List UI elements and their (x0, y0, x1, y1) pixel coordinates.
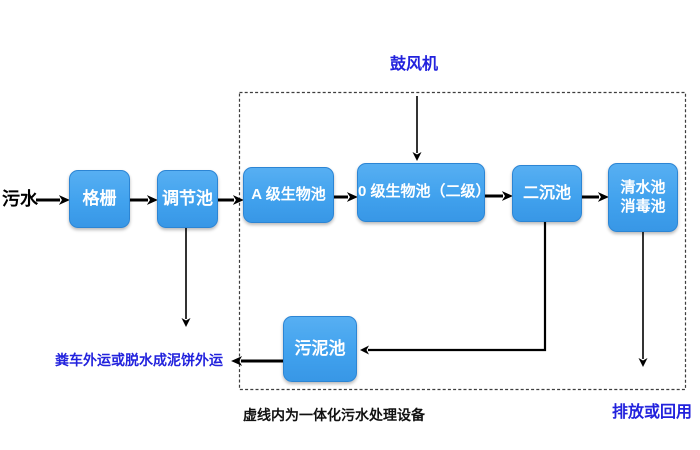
node-disinfection-tank-label: 消毒池 (620, 197, 666, 215)
node-regulating-tank-label: 调节池 (162, 189, 213, 209)
node-a-bio-tank: A 级生物池 (243, 167, 334, 223)
node-o-bio-tank-label: 0 级生物池（二级） (358, 183, 491, 201)
influent-label: 污水 (2, 189, 38, 209)
node-sludge-tank-label: 污泥池 (294, 339, 346, 359)
sludge-disposal-label: 粪车外运或脱水成泥饼外运 (55, 352, 223, 368)
node-grid-label: 格栅 (82, 189, 117, 209)
equipment-boundary-dashed-box (238, 91, 687, 391)
blower-label: 鼓风机 (390, 56, 439, 73)
node-o-bio-tank: 0 级生物池（二级） (357, 163, 491, 222)
boundary-note-label: 虚线内为一体化污水处理设备 (243, 407, 425, 423)
node-clear-water-disinfection-tank: 清水池 消毒池 (608, 163, 678, 232)
node-clear-water-tank-label: 清水池 (620, 178, 666, 196)
discharge-label: 排放或回用 (612, 404, 693, 421)
node-grid: 格栅 (69, 170, 130, 228)
node-secondary-sedimentation-tank-label: 二沉池 (522, 184, 571, 202)
node-regulating-tank: 调节池 (157, 170, 218, 228)
node-a-bio-tank-label: A 级生物池 (251, 185, 326, 203)
arrow-sedimentation-to-sludge (360, 222, 547, 355)
node-secondary-sedimentation-tank: 二沉池 (512, 165, 582, 222)
node-sludge-tank: 污泥池 (283, 316, 357, 382)
